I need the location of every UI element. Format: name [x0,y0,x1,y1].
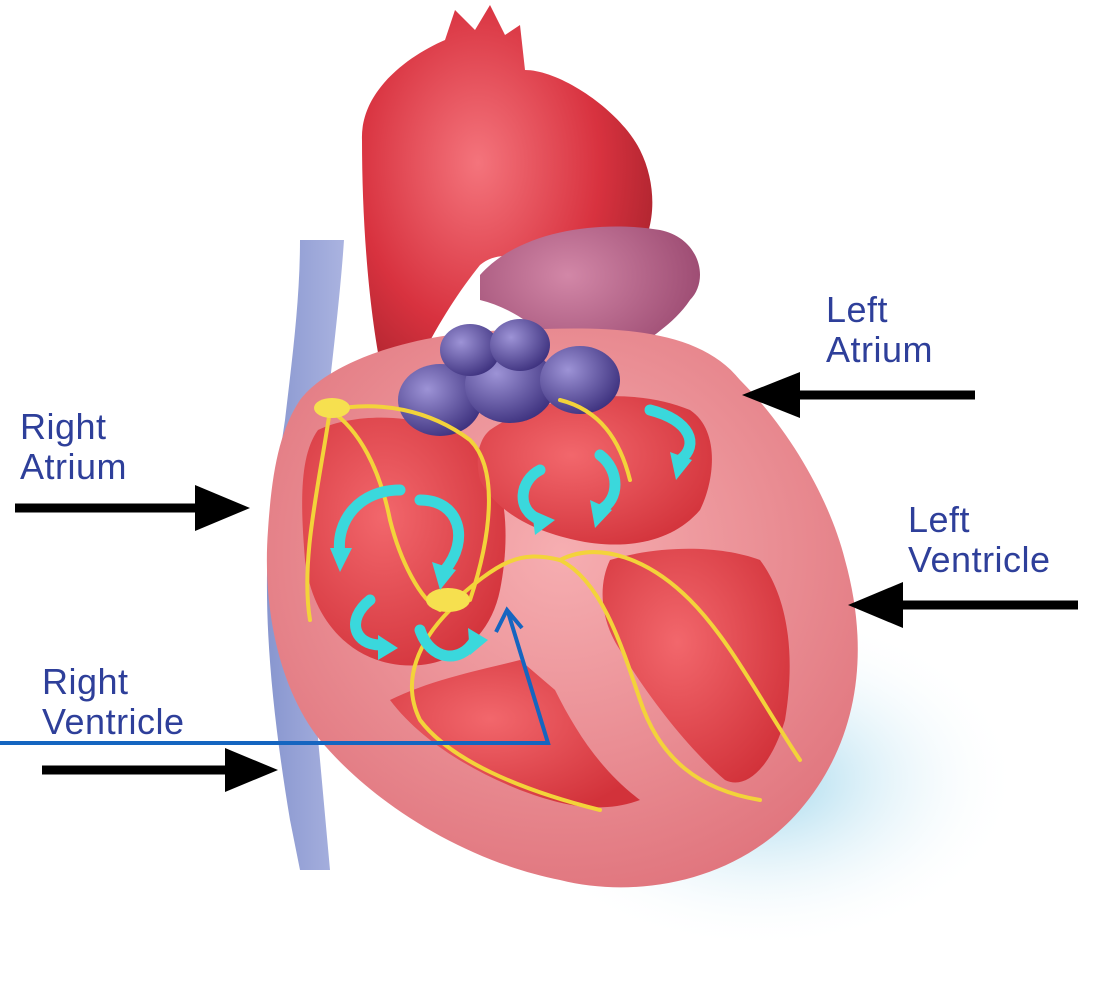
av-node [426,588,470,612]
right-ventricle-label-line2: Ventricle [42,702,185,742]
left-ventricle-label: Left Ventricle [908,500,1051,580]
right-atrium-label-line2: Atrium [20,447,127,487]
right-ventricle-label: Right Ventricle [42,662,185,742]
left-atrium-arrow [742,372,975,418]
right-ventricle-label-line1: Right [42,662,185,702]
right-atrium-chamber [302,418,505,666]
right-ventricle-arrow [42,748,278,792]
left-atrium-label-line2: Atrium [826,330,933,370]
left-ventricle-label-line1: Left [908,500,1051,540]
left-atrium-label-line1: Left [826,290,933,330]
left-ventricle-arrow [848,582,1078,628]
right-atrium-label-line1: Right [20,407,127,447]
right-atrium-label: Right Atrium [20,407,127,487]
left-atrium-label: Left Atrium [826,290,933,370]
sa-node [314,398,350,418]
left-ventricle-label-line2: Ventricle [908,540,1051,580]
right-atrium-arrow [15,485,250,531]
